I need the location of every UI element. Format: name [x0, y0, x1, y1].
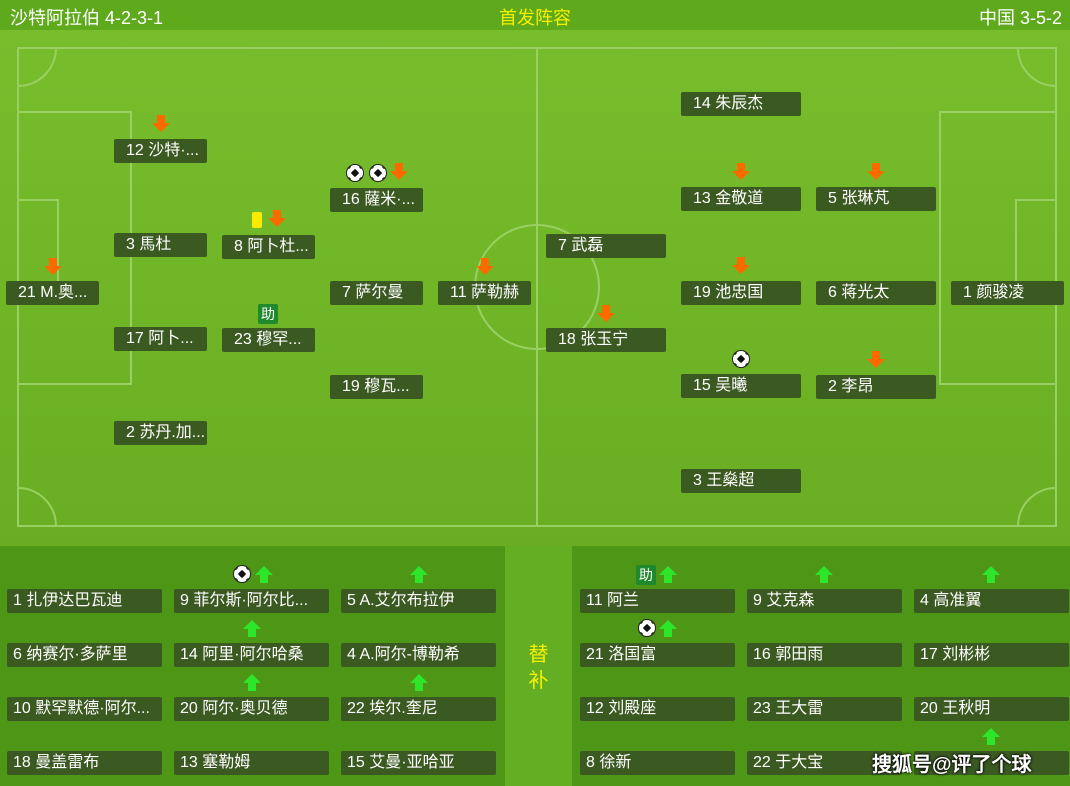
- sub-china-23[interactable]: 23 王大雷: [747, 697, 902, 721]
- sub-china-21[interactable]: 21 洛国富: [580, 643, 735, 667]
- home-team-formation: 沙特阿拉伯 4-2-3-1: [10, 8, 164, 28]
- sub-china-9[interactable]: 9 艾克森: [747, 589, 902, 613]
- player-china-15[interactable]: 15 吴曦: [681, 374, 801, 398]
- sub-saudi-10[interactable]: 10 默罕默德·阿尔...: [7, 697, 162, 721]
- player-saudi-2[interactable]: 2 苏丹.加...: [114, 421, 207, 445]
- yellow-card-icon: [252, 212, 262, 228]
- player-saudi-17[interactable]: 17 阿卜...: [114, 327, 207, 351]
- goal-ball-icon: [346, 164, 364, 182]
- substitutes-divider: 替 补: [505, 546, 572, 786]
- player-saudi-16[interactable]: 16 薩米·...: [330, 188, 423, 212]
- sub-saudi-18[interactable]: 18 曼盖雷布: [7, 751, 162, 775]
- sub-saudi-14[interactable]: 14 阿里·阿尔哈桑: [174, 643, 329, 667]
- assist-badge-icon: 助: [258, 304, 278, 324]
- goal-ball-icon: [732, 350, 750, 368]
- player-saudi-21[interactable]: 21 M.奥...: [6, 281, 99, 305]
- player-saudi-19[interactable]: 19 穆瓦...: [330, 375, 423, 399]
- sub-china-22[interactable]: 22 于大宝: [747, 751, 902, 775]
- player-china-3[interactable]: 3 王燊超: [681, 469, 801, 493]
- sub-saudi-20[interactable]: 20 阿尔·奥贝德: [174, 697, 329, 721]
- sub-china-20[interactable]: 20 王秋明: [914, 697, 1069, 721]
- sub-saudi-1[interactable]: 1 扎伊达巴瓦迪: [7, 589, 162, 613]
- away-team-formation: 中国 3-5-2: [978, 8, 1062, 28]
- sub-china-8[interactable]: 8 徐新: [580, 751, 735, 775]
- sub-saudi-4[interactable]: 4 A.阿尔-博勒希: [341, 643, 496, 667]
- player-china-7[interactable]: 7 武磊: [546, 234, 666, 258]
- substitutes-title: 替 补: [505, 642, 572, 694]
- substitutes-title-line2: 补: [528, 670, 549, 692]
- player-china-6[interactable]: 6 蒋光太: [816, 281, 936, 305]
- goal-ball-icon: [233, 565, 251, 583]
- pitch: 12 沙特·... 16 薩米·... 3 馬杜 8 阿卜杜... 21 M.奥…: [0, 30, 1070, 546]
- sub-saudi-5[interactable]: 5 A.艾尔布拉伊: [341, 589, 496, 613]
- sub-china-11[interactable]: 11 阿兰: [580, 589, 735, 613]
- player-china-2[interactable]: 2 李昂: [816, 375, 936, 399]
- sub-saudi-6[interactable]: 6 纳赛尔·多萨里: [7, 643, 162, 667]
- sub-saudi-22[interactable]: 22 埃尔.奎尼: [341, 697, 496, 721]
- sub-saudi-9[interactable]: 9 菲尔斯·阿尔比...: [174, 589, 329, 613]
- sub-china-24[interactable]: [914, 751, 1069, 775]
- page-title: 首发阵容: [499, 8, 571, 28]
- player-saudi-11[interactable]: 11 萨勒赫: [438, 281, 531, 305]
- goal-ball-icon: [369, 164, 387, 182]
- sub-china-17[interactable]: 17 刘彬彬: [914, 643, 1069, 667]
- player-china-1[interactable]: 1 颜骏凌: [951, 281, 1064, 305]
- player-saudi-3[interactable]: 3 馬杜: [114, 233, 207, 257]
- sub-china-16[interactable]: 16 郭田雨: [747, 643, 902, 667]
- sub-saudi-13[interactable]: 13 塞勒姆: [174, 751, 329, 775]
- watermark: 搜狐号@评了个球: [872, 754, 1032, 776]
- sub-saudi-15[interactable]: 15 艾曼·亚哈亚: [341, 751, 496, 775]
- player-china-18[interactable]: 18 张玉宁: [546, 328, 666, 352]
- header: 沙特阿拉伯 4-2-3-1 首发阵容 中国 3-5-2: [0, 0, 1070, 30]
- sub-china-4[interactable]: 4 高准翼: [914, 589, 1069, 613]
- goal-ball-icon: [638, 619, 656, 637]
- player-saudi-8[interactable]: 8 阿卜杜...: [222, 235, 315, 259]
- player-china-14[interactable]: 14 朱辰杰: [681, 92, 801, 116]
- sub-china-12[interactable]: 12 刘殿座: [580, 697, 735, 721]
- substitutes-title-line1: 替: [528, 644, 549, 666]
- assist-badge-icon: 助: [636, 565, 656, 585]
- player-saudi-7[interactable]: 7 萨尔曼: [330, 281, 423, 305]
- player-china-5[interactable]: 5 张琳芃: [816, 187, 936, 211]
- player-saudi-23[interactable]: 23 穆罕...: [222, 328, 315, 352]
- player-saudi-12[interactable]: 12 沙特·...: [114, 139, 207, 163]
- player-china-13[interactable]: 13 金敬道: [681, 187, 801, 211]
- player-china-19[interactable]: 19 池忠国: [681, 281, 801, 305]
